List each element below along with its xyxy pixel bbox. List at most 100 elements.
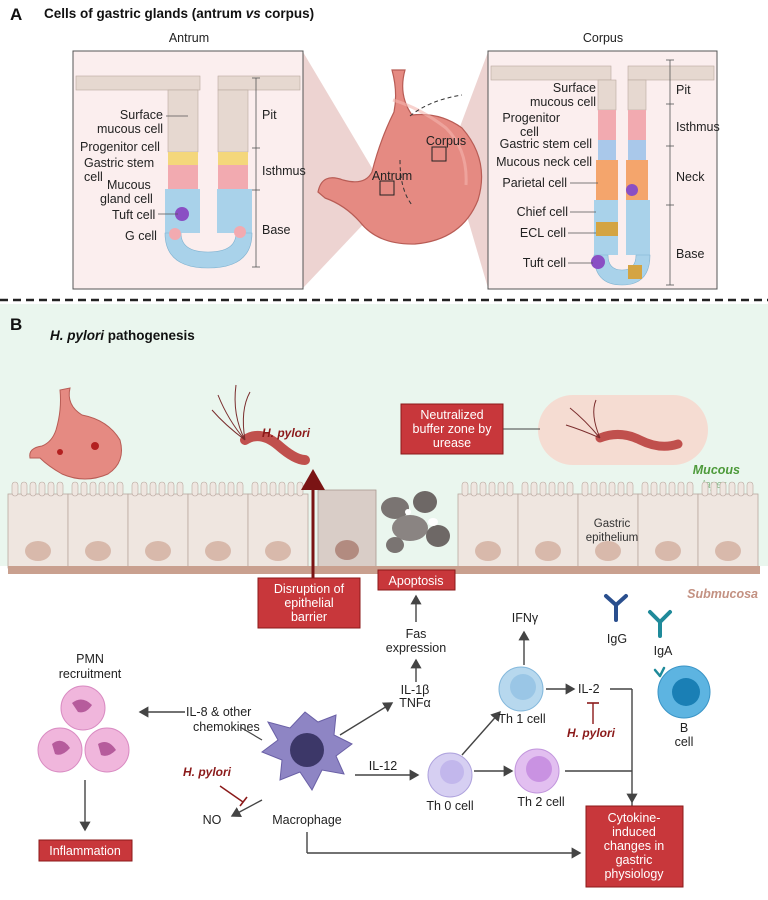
antrum-cell-labels: Surface mucous cell Progenitor cell Gast… — [80, 108, 188, 243]
microvillus — [641, 481, 649, 497]
svg-text:Tuft cell: Tuft cell — [523, 256, 566, 270]
epithelial-nucleus — [25, 541, 51, 561]
microvillus — [278, 481, 286, 497]
h-pylori-bacterium — [211, 384, 310, 465]
epithelial-nucleus — [205, 541, 231, 561]
epithelial-nucleus — [715, 541, 741, 561]
microvillus — [746, 481, 754, 497]
microvillus — [497, 481, 505, 497]
b-cell-line-1: B — [680, 721, 688, 735]
disrupted-cell-nucleus — [335, 540, 359, 560]
microvillus — [29, 481, 37, 497]
epithelial-nucleus — [655, 541, 681, 561]
inflammation-label: Inflammation — [49, 844, 121, 858]
inflammation-box — [38, 839, 133, 862]
epithelial-nucleus — [85, 541, 111, 561]
microvillus — [479, 481, 487, 497]
microvillus — [296, 481, 304, 497]
antrum-zoom-wedge — [303, 52, 372, 288]
svg-text:G cell: G cell — [125, 229, 157, 243]
svg-text:Base: Base — [676, 247, 705, 261]
epithelial-nucleus — [145, 541, 171, 561]
th1-label: Th 1 cell — [498, 712, 545, 726]
microvillus — [590, 481, 598, 497]
microvillus — [251, 481, 259, 497]
microvillus — [107, 481, 115, 497]
microvillus — [566, 481, 574, 497]
svg-text:cell: cell — [84, 170, 103, 184]
th2-cell — [514, 748, 560, 794]
ifng-label: IFNγ — [512, 611, 539, 625]
macrophage-label: Macrophage — [272, 813, 342, 827]
microvillus — [710, 481, 718, 497]
b-cell-line-2: cell — [675, 735, 694, 749]
svg-text:Mucous neck cell: Mucous neck cell — [496, 155, 592, 169]
epithelial-nucleus — [475, 541, 501, 561]
pmn-cells — [37, 685, 130, 773]
microvillus — [521, 481, 529, 497]
microvillus — [599, 481, 607, 497]
cytokine-line-2: induced — [612, 825, 656, 839]
h-pylori-no-inhibition-bar — [239, 796, 248, 807]
epithelial-nucleus — [535, 541, 561, 561]
svg-text:Tuft cell: Tuft cell — [112, 208, 155, 222]
apoptotic-debris — [381, 491, 450, 553]
microvillus — [56, 481, 64, 497]
microvillus — [530, 481, 538, 497]
corpus-heading: Corpus — [583, 31, 623, 45]
cytokine-line-3: changes in — [604, 839, 665, 853]
svg-text:mucous cell: mucous cell — [97, 122, 163, 136]
microvillus — [269, 481, 277, 497]
disruption-line-3: barrier — [291, 610, 327, 624]
svg-text:Parietal cell: Parietal cell — [502, 176, 567, 190]
th1-cell — [498, 666, 544, 712]
th0-cell — [427, 752, 473, 798]
microvillus — [461, 481, 469, 497]
iga-icon — [648, 610, 672, 638]
th0-to-th1-arrow — [461, 710, 501, 756]
macrophage-to-il8-line — [239, 726, 263, 741]
svg-text:Gastric stem: Gastric stem — [84, 156, 154, 170]
epithelial-nucleus — [265, 541, 291, 561]
svg-text:cell: cell — [520, 125, 539, 139]
macrophage-cell — [260, 711, 353, 791]
fas-line-2: expression — [386, 641, 446, 655]
microvillus — [488, 481, 496, 497]
microvillus — [677, 481, 685, 497]
microvillus — [158, 481, 166, 497]
microvillus — [236, 481, 244, 497]
microvillus — [209, 481, 217, 497]
svg-text:Pit: Pit — [676, 83, 691, 97]
corpus-gland — [490, 65, 715, 286]
h-pylori-label: H. pylori — [262, 426, 311, 440]
microvillus — [71, 481, 79, 497]
svg-text:Isthmus: Isthmus — [262, 164, 306, 178]
antrum-zone-labels: Pit Isthmus Base — [252, 77, 306, 268]
svg-text:Progenitor: Progenitor — [502, 111, 560, 125]
microvillus — [89, 481, 97, 497]
cytokine-line-4: gastric — [616, 853, 653, 867]
svg-text:Surface: Surface — [553, 81, 596, 95]
h-pylori-in-buffer — [565, 399, 683, 451]
mucous-label: Mucous — [693, 463, 740, 477]
macrophage-to-il1b-arrow — [339, 702, 394, 736]
microvillus — [539, 481, 547, 497]
macrophage-to-no-arrow — [230, 799, 263, 817]
microvillus — [260, 481, 268, 497]
microvillus — [719, 481, 727, 497]
iga-label: IgA — [654, 644, 673, 658]
svg-text:Progenitor cell: Progenitor cell — [80, 140, 160, 154]
cytokine-line-1: Cytokine- — [608, 811, 661, 825]
microvillus — [176, 481, 184, 497]
il8-line-2: chemokines — [193, 720, 260, 734]
panel-a-letter: A — [10, 5, 22, 24]
pmn-line-2: recruitment — [59, 667, 122, 681]
svg-text:Base: Base — [262, 223, 291, 237]
microvillus — [626, 481, 634, 497]
il8-line-1: IL-8 & other — [186, 705, 251, 719]
svg-text:Neck: Neck — [676, 170, 705, 184]
svg-text:ECL cell: ECL cell — [520, 226, 566, 240]
th2-label: Th 2 cell — [517, 795, 564, 809]
